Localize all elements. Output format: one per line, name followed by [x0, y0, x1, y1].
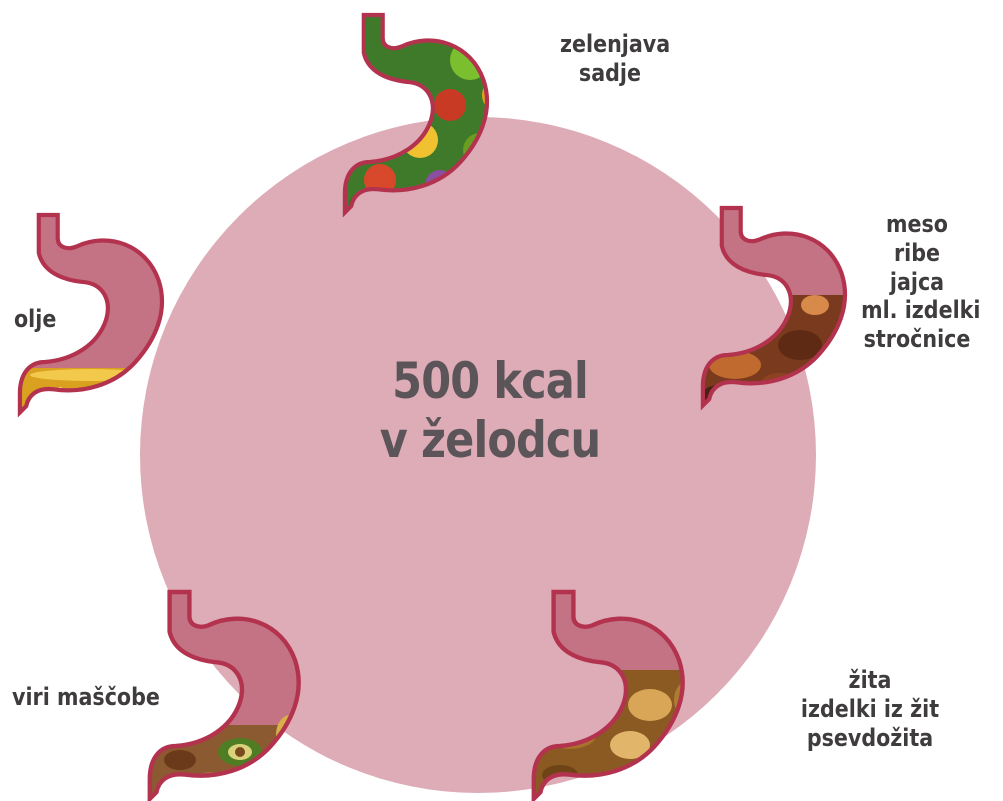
label-oil: olje: [14, 305, 56, 334]
label-grains-line-1: žita: [786, 666, 955, 695]
label-protein-line-1: meso: [861, 210, 973, 239]
center-title-line-1: 500 kcal: [327, 352, 654, 411]
label-oil-line-1: olje: [14, 305, 56, 334]
label-protein-line-3: jajca: [861, 268, 973, 297]
label-grains-line-3: psevdožita: [786, 724, 955, 753]
label-grains: žita izdelki iz žit psevdožita: [786, 666, 955, 752]
label-vegetables: zelenjava sadje: [560, 30, 670, 88]
center-title-line-2: v želodcu: [327, 411, 654, 470]
label-protein: meso ribe jajca ml. izdelki stročnice: [861, 210, 973, 354]
label-grains-line-2: izdelki iz žit: [786, 695, 955, 724]
label-vegetables-line-1: zelenjava: [560, 30, 670, 59]
label-protein-line-5: stročnice: [861, 325, 973, 354]
label-vegetables-line-2: sadje: [560, 59, 670, 88]
label-protein-line-4: ml. izdelki: [861, 296, 973, 325]
center-title: 500 kcal v želodcu: [327, 352, 654, 470]
label-protein-line-2: ribe: [861, 239, 973, 268]
label-fat-sources: viri maščobe: [12, 683, 160, 712]
label-fat-sources-line-1: viri maščobe: [12, 683, 160, 712]
